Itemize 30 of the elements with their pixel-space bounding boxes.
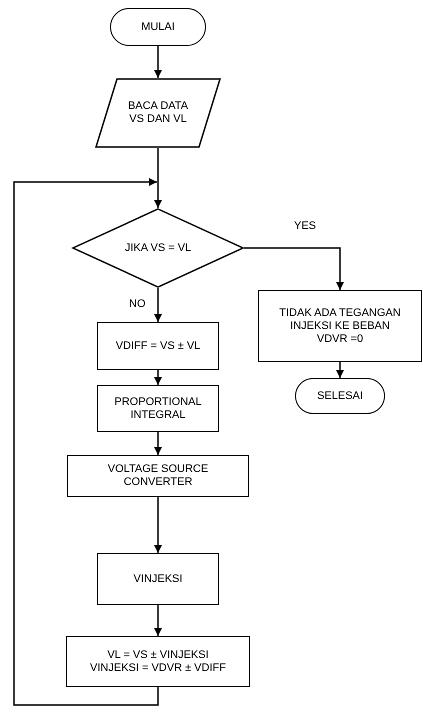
terminator (110, 8, 206, 46)
process-box (97, 553, 219, 605)
node-label: BACA DATA VS DAN VL (126, 100, 190, 126)
node-label: VOLTAGE SOURCE CONVERTER (106, 463, 210, 489)
node-label: PROPORTIONAL INTEGRAL (113, 396, 203, 422)
arrow (154, 148, 162, 208)
arrow (154, 605, 162, 636)
process-box (97, 322, 219, 370)
terminator (295, 378, 385, 414)
node-label: TIDAK ADA TEGANGAN INJEKSI KE BEBAN VDVR =0 (278, 306, 402, 346)
node-label: SELESAI (317, 390, 363, 402)
node-label: VL = VS ± VINJEKSI VINJEKSI = VDVR ± VDIFF (89, 648, 227, 674)
arrow (154, 288, 162, 322)
node-label: VINJEKSI (134, 572, 182, 586)
process-box (66, 636, 250, 687)
arrow (13, 178, 159, 706)
arrow (336, 362, 344, 378)
process-box (258, 290, 422, 362)
process-box (67, 455, 249, 497)
arrow (154, 432, 162, 455)
node-label: JIKA VS = VL (124, 242, 192, 254)
node-label: VDIFF = VS ± VL (116, 340, 200, 352)
decision-diamond (72, 208, 244, 288)
process-box (97, 385, 219, 432)
arrow (154, 497, 162, 553)
arrow (154, 370, 162, 385)
node-label: MULAI (141, 20, 175, 34)
arrow (244, 247, 344, 290)
arrow (154, 46, 162, 78)
input-parallelogram (95, 78, 221, 148)
